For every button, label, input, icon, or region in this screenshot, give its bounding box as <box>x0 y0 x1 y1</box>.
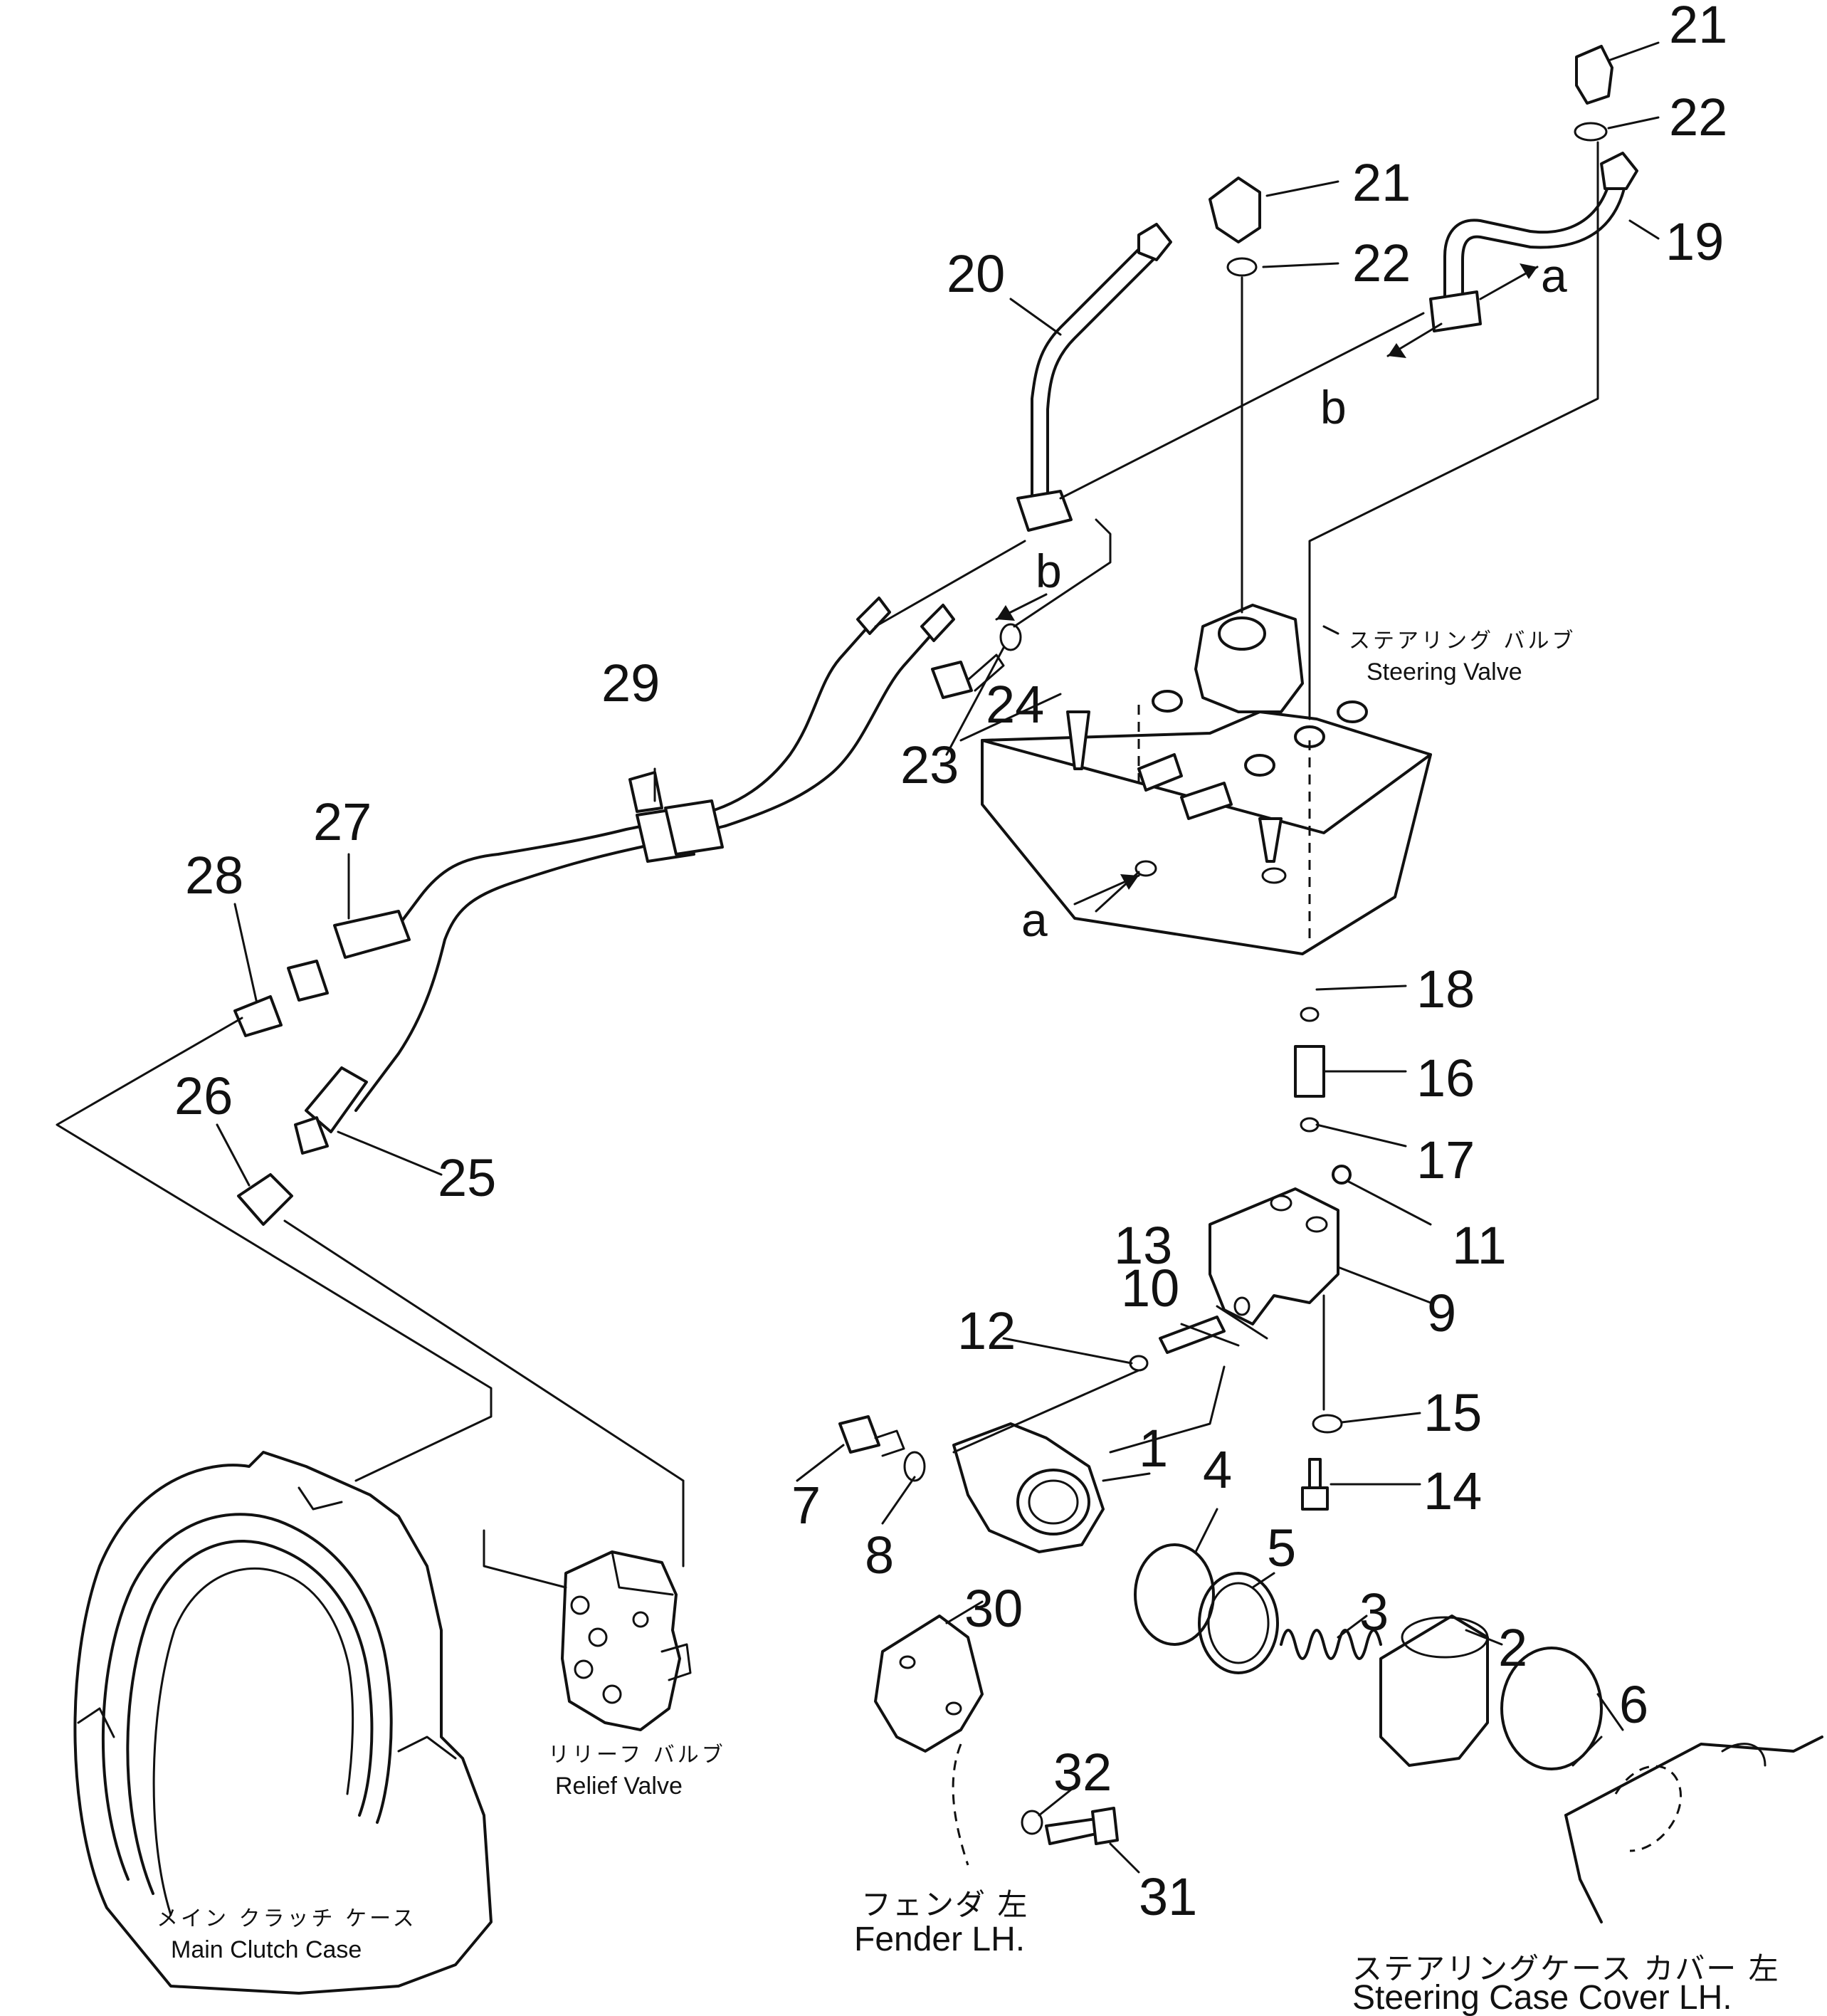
callout-21-top: 21 <box>1669 0 1727 54</box>
callout-17: 17 <box>1416 1130 1475 1190</box>
callout-28: 28 <box>185 846 243 905</box>
steering-case-cover-label-en: Steering Case Cover LH. <box>1352 1979 1732 2016</box>
pipes-drawing <box>233 152 1638 1589</box>
fender-lh-label-jp: フェンダ 左 <box>861 1887 1028 1922</box>
callout-25: 25 <box>438 1148 496 1207</box>
callout-24: 24 <box>986 675 1044 734</box>
relief-valve-label-en: Relief Valve <box>555 1773 683 1800</box>
callout-26: 26 <box>174 1066 233 1125</box>
callout-22-top: 22 <box>1669 88 1727 147</box>
steering-valve-drawing <box>981 604 1432 955</box>
callout-18: 18 <box>1416 960 1475 1019</box>
callout-9: 9 <box>1427 1283 1456 1343</box>
relief-valve-drawing <box>561 1550 692 1731</box>
marker-b-mid: b <box>1036 545 1062 597</box>
callout-3: 3 <box>1359 1582 1389 1642</box>
steering-valve-label-en: Steering Valve <box>1367 658 1522 686</box>
callout-31: 31 <box>1139 1867 1197 1926</box>
steering-valve-label-jp: ステアリング バルブ <box>1349 629 1576 653</box>
callout-5: 5 <box>1267 1518 1296 1577</box>
callout-7: 7 <box>791 1476 821 1535</box>
callout-1: 1 <box>1139 1419 1168 1478</box>
callout-30: 30 <box>964 1579 1023 1638</box>
callout-21: 21 <box>1352 153 1411 212</box>
steering-case-cover-label-jp: ステアリングケース カバー 左 <box>1352 1951 1780 1986</box>
callout-19: 19 <box>1665 212 1724 271</box>
callout-16: 16 <box>1416 1049 1475 1108</box>
lower-valve-assembly-drawing <box>838 45 1613 1770</box>
leader-lines <box>56 41 1660 1874</box>
callout-22: 22 <box>1352 233 1411 293</box>
fender-lh-label-en: Fender LH. <box>854 1921 1025 1958</box>
fender-bracket-drawing <box>874 1615 1119 1866</box>
callout-8: 8 <box>865 1526 894 1585</box>
marker-a-low: a <box>1021 893 1048 946</box>
callout-4: 4 <box>1203 1440 1232 1499</box>
connection-arrows <box>995 263 1539 905</box>
callout-2: 2 <box>1498 1618 1527 1677</box>
steering-case-cover-drawing <box>1564 1736 1823 1923</box>
callout-32: 32 <box>1053 1743 1112 1802</box>
marker-a-top: a <box>1541 249 1567 302</box>
callout-6: 6 <box>1619 1675 1648 1734</box>
callout-10: 10 <box>1121 1259 1179 1318</box>
callout-12: 12 <box>957 1301 1016 1360</box>
callout-13: 13 <box>1114 1216 1172 1275</box>
callout-29: 29 <box>601 653 660 713</box>
main-clutch-case-label-en: Main Clutch Case <box>171 1936 362 1963</box>
callout-20: 20 <box>947 244 1005 303</box>
relief-valve-label-jp: リリーフ バルブ <box>548 1743 726 1768</box>
callout-27: 27 <box>313 792 372 851</box>
callout-23: 23 <box>900 735 959 794</box>
callout-14: 14 <box>1423 1461 1482 1521</box>
callout-15: 15 <box>1423 1383 1482 1442</box>
callout-11: 11 <box>1452 1216 1507 1275</box>
marker-b-top: b <box>1320 381 1347 434</box>
main-clutch-case-label-jp: メイン クラッチ ケース <box>157 1906 417 1931</box>
main-clutch-case-drawing <box>73 1451 493 1995</box>
